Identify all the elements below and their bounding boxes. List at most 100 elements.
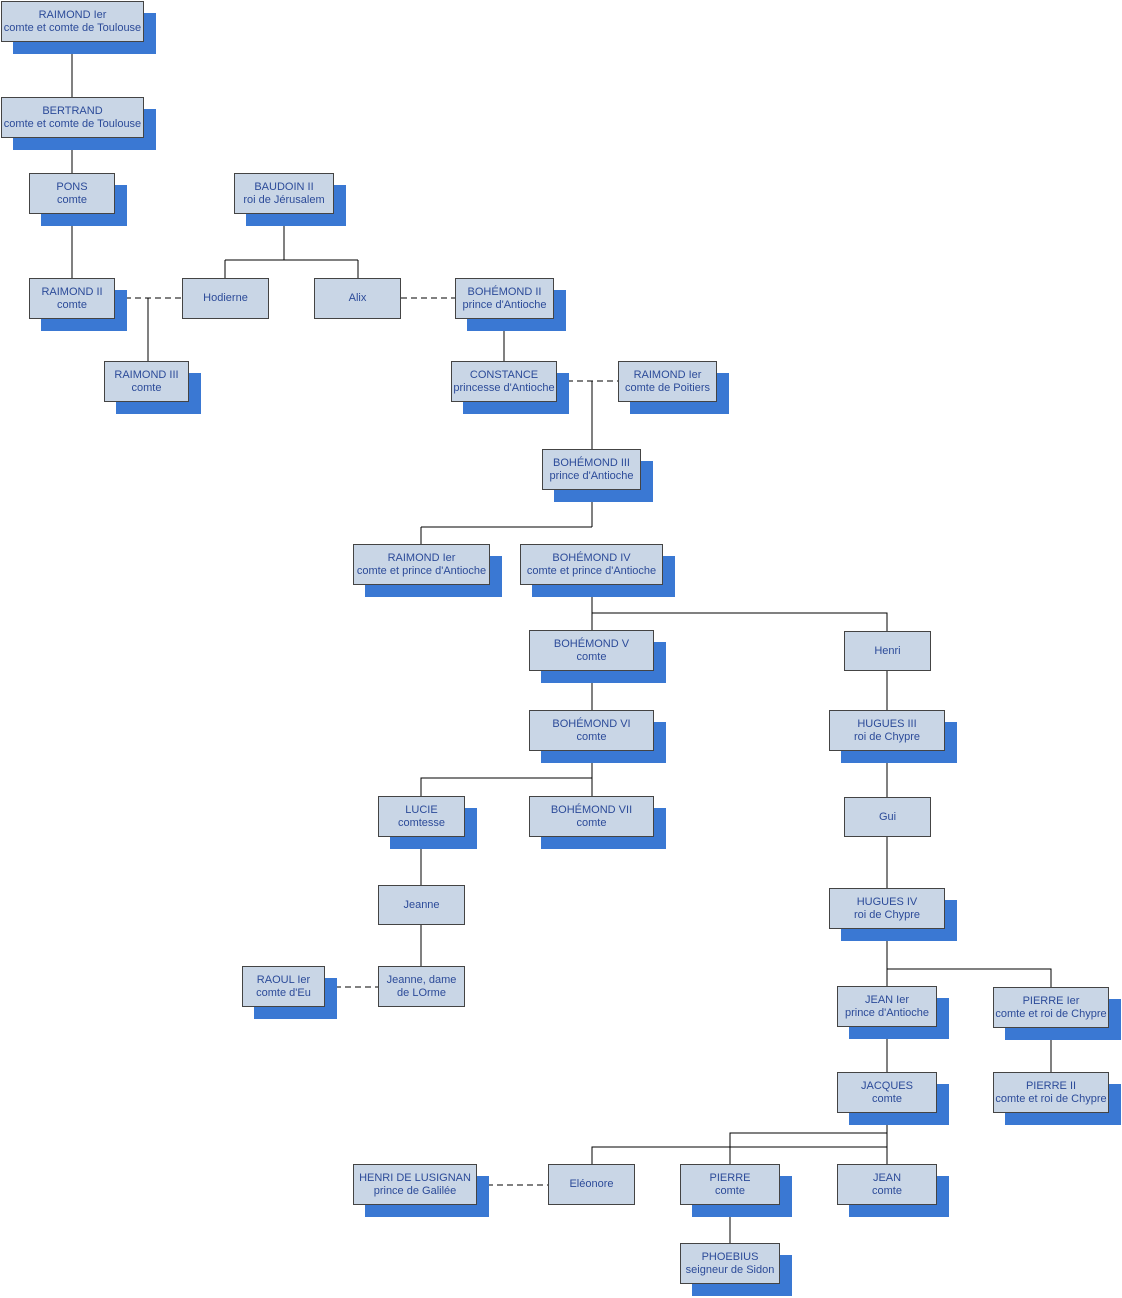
person-title: comte et roi de Chypre bbox=[995, 1092, 1107, 1105]
person-title: comte et roi de Chypre bbox=[995, 1007, 1107, 1020]
person-title: comte bbox=[131, 381, 162, 394]
person-title: comte d'Eu bbox=[256, 986, 311, 999]
person-name: PIERRE bbox=[709, 1171, 751, 1184]
person-name: JEAN bbox=[872, 1171, 902, 1184]
person-title: comte bbox=[57, 193, 87, 206]
person-node-jeanne: Jeanne bbox=[378, 885, 465, 925]
person-title: comte et comte de Toulouse bbox=[3, 117, 142, 130]
person-name: HENRI DE LUSIGNAN bbox=[359, 1171, 471, 1184]
person-title: comtesse bbox=[397, 816, 446, 829]
person-name: Eléonore bbox=[569, 1178, 614, 1190]
person-title: comte bbox=[576, 816, 607, 829]
person-title: comte bbox=[576, 730, 607, 743]
person-name: PHOEBIUS bbox=[701, 1250, 759, 1263]
person-title: roi de Chypre bbox=[853, 730, 921, 743]
person-title: comte bbox=[715, 1184, 745, 1197]
node-box: Gui bbox=[844, 797, 931, 837]
person-title: comte bbox=[872, 1092, 902, 1105]
person-name: Jeanne bbox=[403, 898, 440, 911]
person-name: PIERRE Ier bbox=[1022, 994, 1080, 1007]
person-title: roi de Jérusalem bbox=[243, 193, 325, 206]
person-name: RAIMOND Ier bbox=[38, 8, 107, 21]
link-hugues4-children bbox=[886, 930, 1052, 987]
person-title: prince de Galilée bbox=[373, 1184, 457, 1197]
person-title: comte et prince d'Antioche bbox=[526, 564, 657, 577]
link-jacques-children bbox=[591, 1114, 888, 1164]
person-node-alix: Alix bbox=[314, 278, 401, 319]
node-box: Jeanne bbox=[378, 885, 465, 925]
node-box: Eléonore bbox=[548, 1164, 635, 1205]
person-name: RAOUL Ier bbox=[256, 973, 311, 986]
person-title: comte et prince d'Antioche bbox=[356, 564, 487, 577]
person-name: HUGUES III bbox=[857, 717, 917, 730]
person-title: prince d'Antioche bbox=[844, 1006, 930, 1019]
person-name: Jeanne, dame bbox=[386, 973, 457, 986]
link-baudoin-children bbox=[224, 214, 359, 278]
person-name: CONSTANCE bbox=[469, 368, 539, 381]
person-name: JEAN Ier bbox=[864, 993, 909, 1006]
person-title: seigneur de Sidon bbox=[685, 1263, 775, 1276]
person-name: RAIMOND Ier bbox=[633, 368, 702, 381]
node-box: Alix bbox=[314, 278, 401, 319]
person-name: RAIMOND Ier bbox=[387, 551, 456, 564]
person-title: comte de Poitiers bbox=[625, 381, 710, 394]
person-name: HUGUES IV bbox=[856, 895, 918, 908]
person-title: de LOrme bbox=[397, 986, 446, 999]
person-name: RAIMOND III bbox=[114, 368, 179, 381]
person-node-hodierne: Hodierne bbox=[182, 278, 269, 319]
person-title: prince d'Antioche bbox=[549, 469, 634, 482]
person-node-eleonore: Eléonore bbox=[548, 1164, 635, 1205]
link-bohemond6-children bbox=[420, 752, 593, 796]
person-name: JACQUES bbox=[861, 1079, 913, 1092]
person-title: princesse d'Antioche bbox=[453, 381, 555, 394]
person-title: prince d'Antioche bbox=[462, 298, 547, 311]
node-box: Hodierne bbox=[182, 278, 269, 319]
person-title: comte bbox=[57, 298, 87, 311]
person-name: BOHÉMOND VII bbox=[550, 803, 633, 816]
person-name: LUCIE bbox=[405, 803, 438, 816]
person-name: PONS bbox=[56, 180, 88, 193]
person-name: RAIMOND II bbox=[41, 285, 103, 298]
person-name: BOHÉMOND V bbox=[553, 637, 630, 650]
person-name: Henri bbox=[874, 644, 901, 657]
person-title: comte bbox=[576, 650, 607, 663]
